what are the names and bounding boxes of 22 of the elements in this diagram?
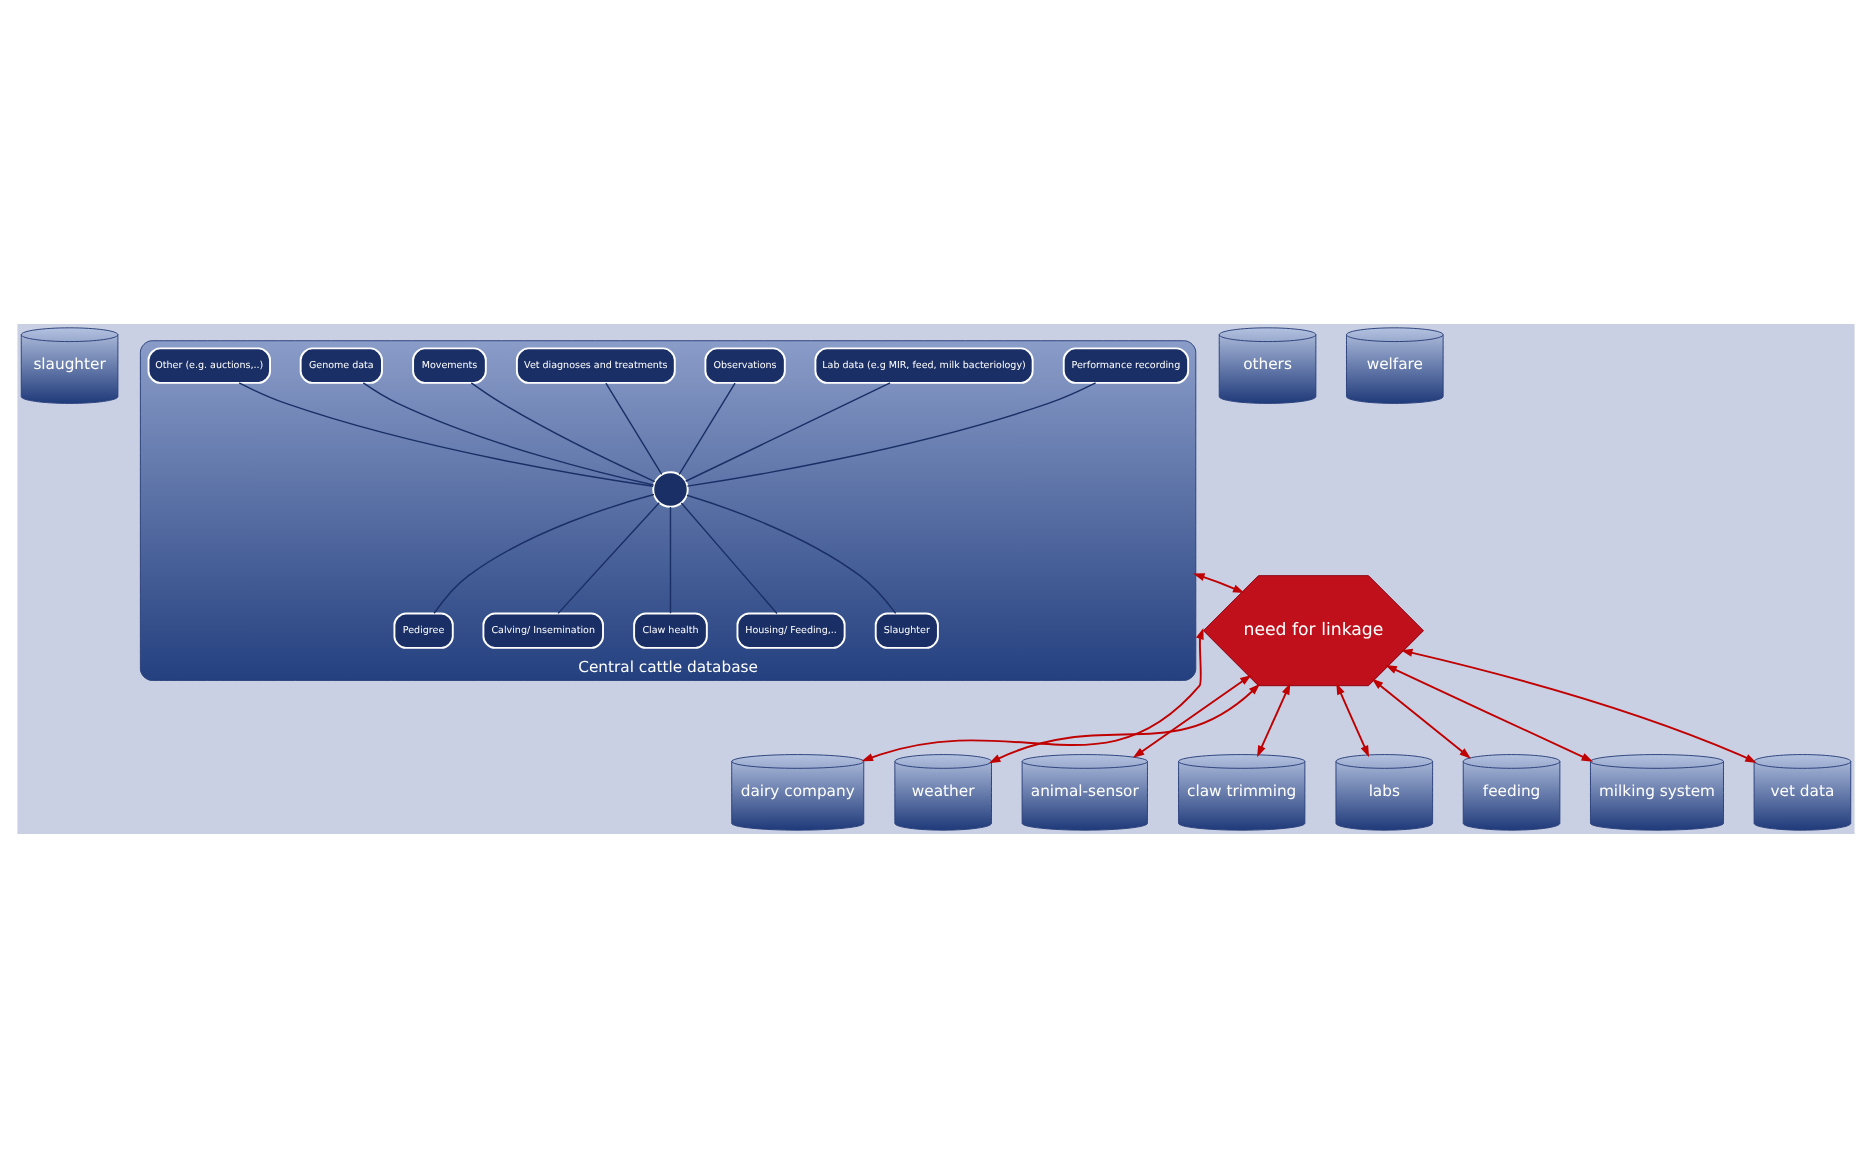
- arrow: [988, 682, 1261, 763]
- arrow: [1193, 572, 1245, 593]
- arrow: [1385, 664, 1594, 761]
- connector: [669, 505, 672, 613]
- connector: [362, 381, 655, 485]
- arrow: [1371, 677, 1471, 758]
- connector: [684, 381, 891, 481]
- connector: [557, 501, 660, 614]
- connector: [680, 501, 778, 614]
- connector: [605, 381, 663, 474]
- connector: [686, 381, 1097, 486]
- connector: [686, 493, 897, 614]
- connector: [678, 381, 736, 474]
- arrow: [1257, 682, 1291, 757]
- connector: [433, 492, 655, 613]
- arrow: [861, 626, 1204, 761]
- arrow: [1336, 682, 1370, 757]
- arrow: [1400, 647, 1757, 762]
- connector: [238, 381, 654, 486]
- node-circle: [652, 470, 689, 507]
- connector: [470, 381, 656, 482]
- arrow: [1132, 673, 1252, 757]
